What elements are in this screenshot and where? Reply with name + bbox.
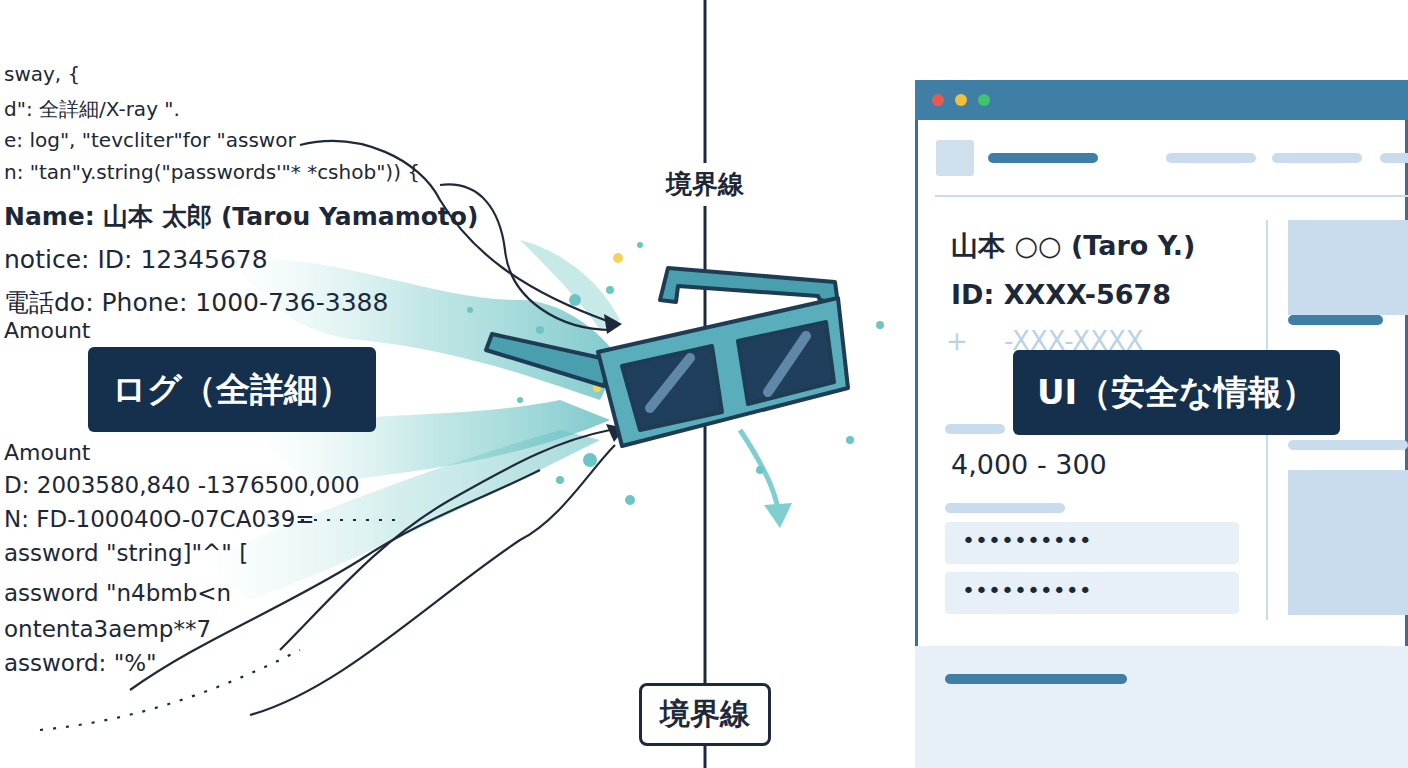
log-line: sway, { [4, 62, 80, 86]
filtered-arrowhead [764, 503, 792, 528]
side-panel [1288, 220, 1408, 315]
input-box [945, 572, 1239, 614]
masked-text: -XXX-XXXX [1004, 326, 1144, 356]
label-box: UI（安全な情報） [1013, 350, 1340, 435]
log-line: Amount [4, 440, 90, 465]
ui-field-text: 4,000 - 300 [951, 449, 1107, 480]
box-text: 境界線 [660, 694, 750, 735]
boundary-label: 境界線 [658, 163, 752, 206]
footer-panel [915, 646, 1408, 768]
side-bar [1288, 315, 1383, 325]
sunglasses-icon [486, 268, 848, 446]
divider [935, 195, 1408, 197]
boundary-box: 境界線 [639, 683, 771, 746]
log-line: e: log", "tevcliter"for "asswor [4, 128, 296, 152]
log-line: D: 2003580,840 -1376500,000 [4, 472, 360, 498]
log-line: n: "tan"y.string("passwords'"* *cshob"))… [4, 160, 420, 184]
box-text: ログ（全詳細） [112, 367, 352, 413]
side-panel [1288, 470, 1408, 615]
window-dot [978, 94, 990, 106]
log-line: d": 全詳細/X-ray ". [4, 96, 180, 123]
particle-dots [467, 242, 884, 505]
ui-field-text: 山本 ○○ (Taro Y.) [951, 228, 1195, 264]
password-dots: •••••••••• [962, 528, 1092, 553]
log-line: assword "n4bmb<n [4, 580, 231, 606]
log-line: N: FD-100040O-07CA039= [4, 506, 315, 532]
title-bar [915, 80, 1408, 120]
browser-window: 山本 ○○ (Taro Y.) ID: XXXX-5678 4,000 - 300 U… [915, 80, 1408, 768]
log-line: Name: 山本 太郎 (Tarou Yamamoto) [4, 200, 478, 233]
log-line: 電話do: Phone: 1000-736-3388 [4, 286, 388, 319]
label-box: ログ（全詳細） [88, 347, 376, 432]
footer-bar [945, 674, 1127, 684]
ui-field-text: ID: XXXX-5678 [951, 279, 1171, 310]
log-line: notice: ID: 12345678 [4, 245, 268, 274]
input-box [945, 522, 1239, 564]
side-bar [1288, 440, 1408, 450]
nav-bar [1166, 153, 1256, 163]
field-bar [945, 503, 1065, 513]
log-line: Amount [4, 318, 90, 343]
log-line: assword "string]"^" [ [4, 540, 248, 566]
box-text: UI（安全な情報） [1037, 370, 1316, 416]
window-dot [932, 94, 944, 106]
log-line: ontenta3aemp**7 [4, 616, 211, 642]
password-dots: •••••••••• [962, 578, 1092, 603]
field-bar [945, 424, 1005, 434]
nav-bar [1380, 153, 1408, 163]
nav-bar [988, 153, 1098, 163]
nav-bar [1272, 153, 1362, 163]
log-line: assword: "%" [4, 650, 157, 676]
filtered-arrow [740, 430, 778, 510]
window-dot [955, 94, 967, 106]
logo-block [936, 140, 974, 176]
masked-text: + [946, 326, 968, 356]
